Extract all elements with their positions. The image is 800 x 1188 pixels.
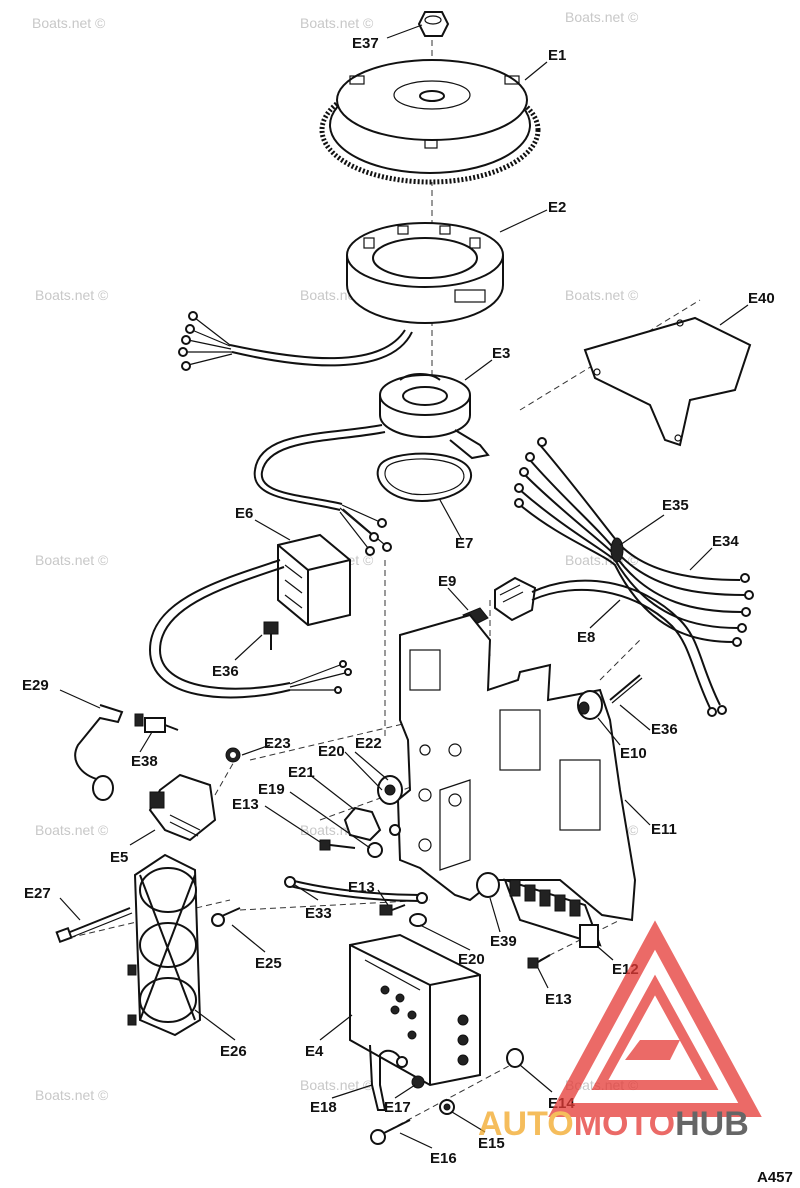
label-e34: E34	[712, 533, 739, 550]
label-e13-middle: E13	[348, 879, 375, 896]
watermark: Boats.net ©	[565, 9, 639, 25]
label-e20-upper: E20	[318, 743, 345, 760]
bolt-e27	[55, 907, 133, 944]
label-e13-upper: E13	[232, 796, 259, 813]
label-e19: E19	[258, 781, 285, 798]
label-e35: E35	[662, 497, 689, 514]
flywheel	[319, 59, 541, 185]
label-e38: E38	[131, 753, 158, 770]
label-e5: E5	[110, 849, 128, 866]
logo-text-auto: AUTOMOTOHUB	[478, 1105, 749, 1143]
washer-e20-lower	[409, 913, 427, 927]
label-e18: E18	[310, 1099, 337, 1116]
label-e27: E27	[24, 885, 51, 902]
label-e1: E1	[548, 47, 566, 64]
label-e29: E29	[22, 677, 49, 694]
screw-e16	[370, 1119, 411, 1145]
label-e9: E9	[438, 573, 456, 590]
ignition-coil	[148, 759, 236, 842]
watermark: Boats.net ©	[35, 287, 109, 303]
gasket	[376, 452, 473, 502]
label-e21: E21	[288, 764, 315, 781]
watermark: Boats.net ©	[35, 822, 109, 838]
screw-e36-right	[609, 674, 643, 704]
ground-strap	[284, 876, 428, 904]
label-e36-right: E36	[651, 721, 678, 738]
label-e17: E17	[384, 1099, 411, 1116]
coil-bank	[127, 853, 202, 1037]
spacer	[577, 690, 603, 720]
mounting-plate	[396, 613, 637, 922]
flywheel-nut	[417, 11, 450, 37]
label-e11: E11	[651, 821, 677, 838]
terminal-block	[503, 878, 602, 948]
screw-e13-middle	[379, 904, 406, 916]
trigger-harness	[253, 424, 392, 556]
watermark: Boats.net ©	[35, 1087, 109, 1103]
watermark: Boats.net ©	[32, 15, 106, 31]
leader-lines	[59, 24, 749, 1149]
watermark: Boats.net ©	[565, 287, 639, 303]
spacer-e39	[476, 872, 500, 898]
stator	[346, 222, 504, 324]
main-harness	[514, 437, 754, 647]
nut-e23	[225, 747, 241, 763]
trigger-coil	[379, 373, 490, 460]
watermark: Boats.net ©	[300, 1077, 374, 1093]
screw-e13-right	[527, 954, 551, 969]
label-e6: E6	[235, 505, 253, 522]
rectifier	[148, 533, 352, 699]
automotohub-logo: AUTOMOTOHUB	[478, 920, 762, 1143]
connector-harness	[494, 576, 727, 717]
watermark: Boats.net ©	[565, 552, 639, 568]
label-e4: E4	[305, 1043, 324, 1060]
label-e22: E22	[355, 735, 382, 752]
bracket	[583, 316, 752, 447]
logo-hub: HUB	[675, 1105, 749, 1143]
label-e33: E33	[305, 905, 332, 922]
figure-code: A457	[757, 1169, 793, 1186]
logo-moto: MOTO	[574, 1105, 675, 1143]
label-e37: E37	[352, 35, 379, 52]
sensor-e18	[369, 1044, 408, 1111]
spark-plug-lead	[74, 704, 179, 801]
label-e13-lower: E13	[545, 991, 572, 1008]
label-e8: E8	[577, 629, 595, 646]
mount-hardware	[319, 775, 403, 858]
label-e39: E39	[490, 933, 517, 950]
label-e26: E26	[220, 1043, 247, 1060]
label-e25: E25	[255, 955, 282, 972]
label-e15: E15	[478, 1135, 505, 1152]
hardware-lower	[411, 1048, 524, 1115]
cdi-module	[349, 933, 481, 1087]
screw-e25	[211, 907, 241, 927]
label-e7: E7	[455, 535, 473, 552]
stator-harness	[178, 311, 413, 371]
label-e10: E10	[620, 745, 647, 762]
label-e23: E23	[264, 735, 291, 752]
label-e3: E3	[492, 345, 510, 362]
screw-e36-left	[263, 621, 279, 650]
watermark: Boats.net ©	[300, 15, 374, 31]
watermark: Boats.net ©	[35, 552, 109, 568]
label-e2: E2	[548, 199, 566, 216]
logo-auto: AUTO	[478, 1105, 574, 1143]
label-e36-left: E36	[212, 663, 239, 680]
label-e20-lower: E20	[458, 951, 485, 968]
label-e40: E40	[748, 290, 775, 307]
part-labels: E37 E1 E2 E3 E40 E6 E7 E35 E34 E9 E8 E36…	[22, 35, 793, 1186]
label-e16: E16	[430, 1150, 457, 1167]
